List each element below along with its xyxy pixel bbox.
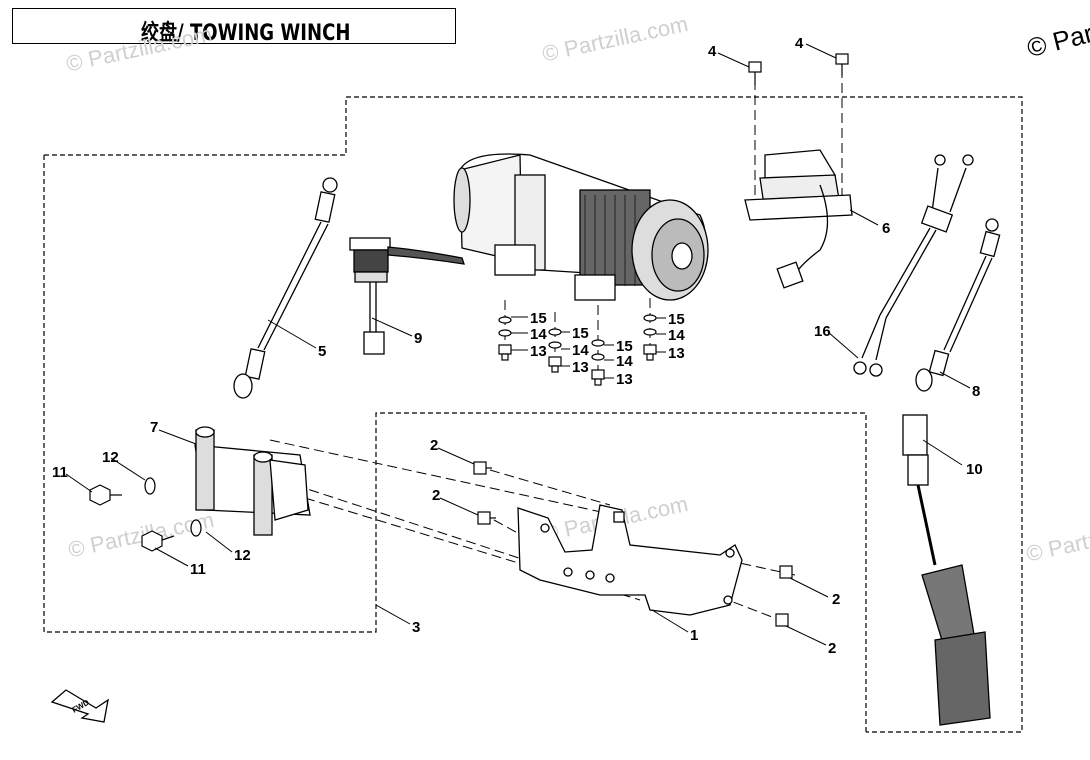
callout-9: 9: [414, 330, 422, 347]
callout-4: 4: [795, 35, 804, 52]
callout-2: 2: [432, 487, 440, 504]
switch-9: [349, 237, 465, 355]
forward-arrow: [50, 689, 109, 723]
callout-1: 1: [690, 627, 698, 644]
callout-14: 14: [530, 326, 547, 343]
callout-16: 16: [814, 323, 831, 340]
contactor-6: [744, 149, 853, 289]
callout-7: 7: [150, 419, 158, 436]
callout-14: 14: [616, 353, 633, 370]
callout-12: 12: [102, 449, 119, 466]
callout-15: 15: [530, 310, 547, 327]
harness-16: [853, 154, 974, 377]
bolt-13-b: [548, 356, 562, 373]
cable-8: [915, 218, 1001, 392]
callout-15: 15: [572, 325, 589, 342]
group-boundary-upper: [44, 96, 1023, 733]
title-box: 绞盘/ TOWING WINCH: [12, 8, 456, 46]
callout-15: 15: [616, 338, 633, 355]
callout-2: 2: [832, 591, 840, 608]
roller-fairlead-7: [194, 426, 311, 536]
winch-motor: [453, 153, 709, 301]
callout-13: 13: [530, 343, 547, 360]
callout-14: 14: [572, 342, 589, 359]
callout-10: 10: [966, 461, 983, 478]
callout-8: 8: [972, 383, 980, 400]
callout-2: 2: [828, 640, 836, 657]
bolts-4: [748, 53, 849, 85]
callout-5: 5: [318, 343, 326, 360]
remote-control-10: [902, 414, 991, 726]
battery-cable-5: [233, 177, 338, 399]
callout-14: 14: [668, 327, 685, 344]
callout-3: 3: [412, 619, 420, 636]
callout-15: 15: [668, 311, 685, 328]
callout-11: 11: [52, 464, 68, 481]
mounting-bolts: [498, 314, 657, 386]
callout-11: 11: [190, 561, 206, 578]
callout-12: 12: [234, 547, 251, 564]
page-title: 绞盘/ TOWING WINCH: [141, 21, 351, 46]
callout-13: 13: [668, 345, 685, 362]
mounting-bracket-1: [517, 504, 743, 616]
callout-13: 13: [572, 359, 589, 376]
group-boundary-lower-left: [43, 155, 867, 732]
callout-2: 2: [430, 437, 438, 454]
callout-4: 4: [708, 43, 717, 60]
bolt-13-c: [591, 369, 605, 386]
bolt-13-d: [643, 344, 657, 361]
callout-13: 13: [616, 371, 633, 388]
bolt-13-a: [498, 344, 512, 361]
fairlead-hardware: [89, 477, 202, 552]
callout-6: 6: [882, 220, 890, 237]
bracket-bolts-2: [473, 461, 793, 627]
